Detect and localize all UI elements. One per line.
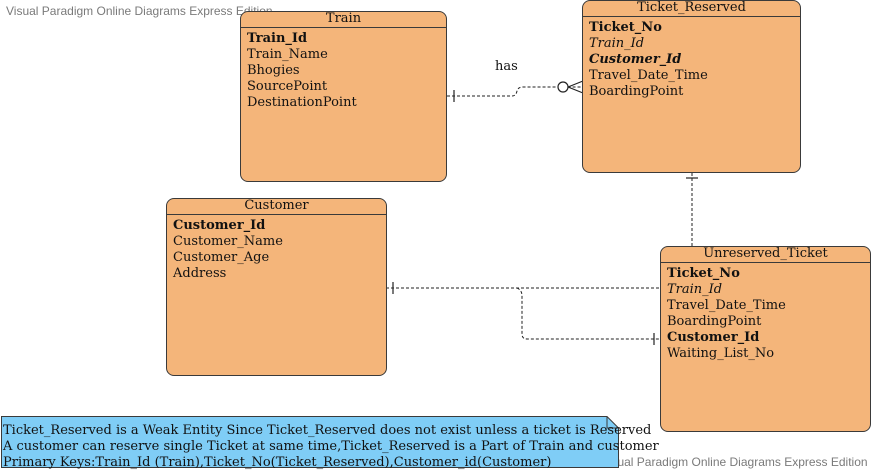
train-ticket-reserved-connector[interactable] — [447, 80, 584, 102]
watermark-bottom-right: Visual Paradigm Online Diagrams Express … — [601, 455, 868, 469]
note-line: Ticket_Reserved is a Weak Entity Since T… — [3, 423, 652, 438]
attribute-customer-age: Customer_Age — [173, 250, 270, 265]
attribute-bhogies: Bhogies — [247, 63, 300, 78]
attribute-train-id: Train_Id — [247, 31, 308, 46]
attribute-destinationpoint: DestinationPoint — [247, 95, 357, 110]
entity-title: Train — [241, 12, 446, 28]
attribute-sourcepoint: SourcePoint — [247, 79, 328, 94]
entity-title: Unreserved_Ticket — [661, 247, 870, 263]
attribute-train-id: Train_Id — [589, 36, 645, 51]
watermark-top-left: Visual Paradigm Online Diagrams Express … — [6, 4, 273, 18]
relationship-label-has: has — [495, 59, 518, 74]
entity-title: Customer — [167, 199, 386, 215]
entity-title: Ticket_Reserved — [583, 1, 800, 17]
attribute-ticket-no: Ticket_No — [667, 266, 740, 281]
attribute-travel-date-time: Travel_Date_Time — [589, 68, 708, 83]
attribute-waiting-list-no: Waiting_List_No — [667, 346, 775, 361]
attribute-ticket-no: Ticket_No — [589, 20, 662, 35]
attribute-train-name: Train_Name — [247, 47, 328, 62]
attribute-address: Address — [173, 266, 227, 281]
attribute-customer-name: Customer_Name — [173, 234, 283, 249]
note-box[interactable]: Ticket_Reserved is a Weak Entity Since T… — [1, 416, 659, 470]
attribute-customer-id: Customer_Id — [173, 218, 266, 233]
attribute-customer-id: Customer_Id — [667, 330, 760, 345]
note-line: A customer can reserve single Ticket at … — [3, 439, 659, 454]
attribute-travel-date-time: Travel_Date_Time — [667, 298, 786, 313]
attribute-customer-id: Customer_Id — [589, 52, 682, 67]
attribute-train-id: Train_Id — [667, 282, 723, 297]
attribute-boardingpoint: BoardingPoint — [589, 84, 684, 99]
attribute-boardingpoint: BoardingPoint — [667, 314, 762, 329]
customer-ticket-connector[interactable] — [386, 282, 661, 345]
note-lines: Ticket_Reserved is a Weak Entity Since T… — [3, 423, 659, 471]
note-line: Primary Keys:Train_Id (Train),Ticket_No(… — [3, 455, 552, 470]
note-shape — [1, 416, 619, 468]
